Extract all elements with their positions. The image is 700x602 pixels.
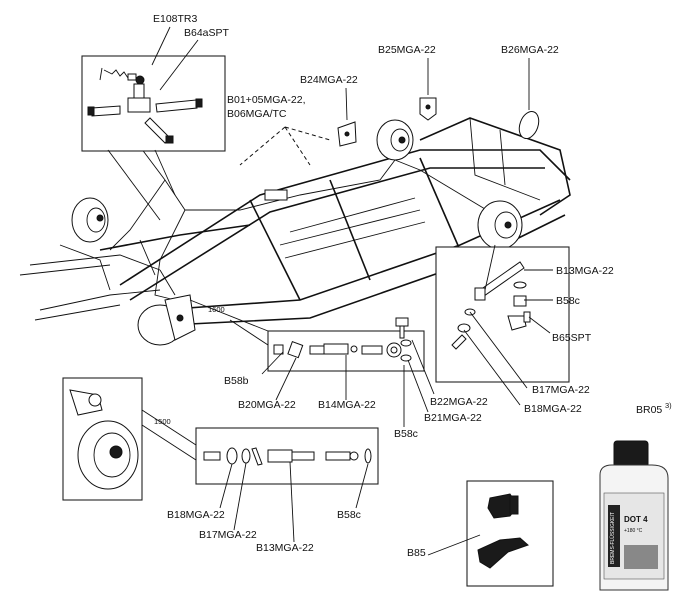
- inset-front-hose: [267, 317, 425, 372]
- rear-left-drum: [376, 119, 414, 161]
- label-b17-right: B17MGA-22: [532, 384, 590, 396]
- inset-drum-hose-leader-2: [141, 424, 197, 461]
- bottle-product: DOT 4: [624, 515, 648, 524]
- inset-front-hose-leader-2: [229, 319, 269, 346]
- label-b14: B14MGA-22: [318, 399, 376, 411]
- brake-fluid-bottle: BREMS-FLÜSSIGKEIT DOT 4 +180 °C: [599, 440, 669, 591]
- label-e108tr3: E108TR3: [153, 13, 198, 25]
- label-b18-bottom: B18MGA-22: [167, 509, 225, 521]
- inset-b85: [466, 480, 554, 587]
- label-br05: BR05: [636, 404, 662, 416]
- leader-lines: [151, 26, 553, 556]
- inset-front-hose-leader: [189, 299, 269, 332]
- chassis-frame: [19, 69, 571, 326]
- inset-drum-hose: [195, 427, 379, 485]
- inset-drum: [62, 377, 143, 501]
- label-b58c-mid: B58c: [394, 428, 418, 440]
- inset-drum-hose-leader: [141, 409, 197, 446]
- inset-junction: [81, 55, 226, 152]
- label-b21: B21MGA-22: [424, 412, 482, 424]
- inset-junction-leader: [154, 149, 176, 196]
- bottle-spec: +180 °C: [624, 528, 643, 534]
- label-b13-bottom: B13MGA-22: [256, 542, 314, 554]
- b26-plate: [518, 110, 540, 140]
- label-b24: B24MGA-22: [300, 74, 358, 86]
- inset-rear-hose: [435, 246, 570, 383]
- mark-1500: 1500: [154, 417, 171, 426]
- label-b65spt: B65SPT: [552, 332, 592, 344]
- label-b58c-right: B58c: [556, 295, 580, 307]
- label-b20: B20MGA-22: [238, 399, 296, 411]
- label-b22: B22MGA-22: [430, 396, 488, 408]
- bottle-brand-text: BREMS-FLÜSSIGKEIT: [609, 512, 616, 564]
- label-b58b: B58b: [224, 375, 249, 387]
- label-b58c-bottom: B58c: [337, 509, 361, 521]
- label-br05-footnote: 3): [665, 401, 672, 410]
- front-left-drum: [71, 197, 109, 243]
- label-b18-right: B18MGA-22: [524, 403, 582, 415]
- label-b17-bottom: B17MGA-22: [199, 529, 257, 541]
- label-b06: B06MGA/TC: [227, 108, 287, 120]
- label-b13-right: B13MGA-22: [556, 265, 614, 277]
- front-right-disc: [137, 294, 196, 346]
- b24-bracket: [337, 121, 357, 147]
- b25-part: [419, 97, 437, 121]
- label-b26: B26MGA-22: [501, 44, 559, 56]
- part-labels: E108TR3 B64aSPT B01+05MGA-22, B06MGA/TC …: [153, 13, 672, 559]
- label-b85: B85: [407, 547, 426, 559]
- inset-rear-hose-leader: [484, 244, 496, 291]
- label-b25: B25MGA-22: [378, 44, 436, 56]
- rear-right-drum: [477, 200, 523, 250]
- mark-1600: 1600: [208, 305, 225, 314]
- label-b64aspt: B64aSPT: [184, 27, 230, 39]
- label-b01: B01+05MGA-22,: [227, 94, 306, 106]
- inset-junction-leader-2: [107, 149, 161, 221]
